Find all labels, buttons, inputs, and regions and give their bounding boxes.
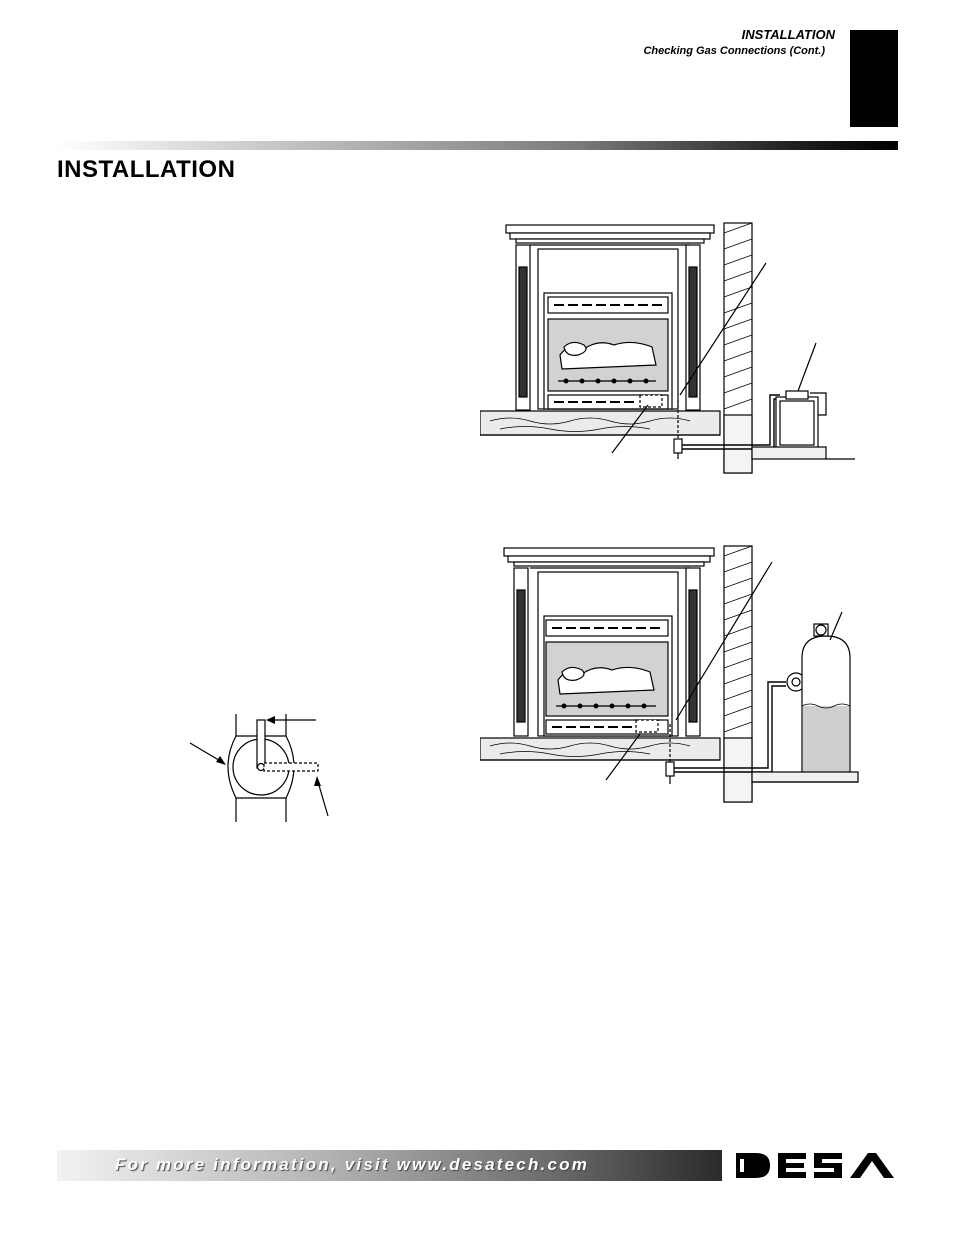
page-title: INSTALLATION bbox=[57, 156, 236, 183]
header-rule bbox=[57, 141, 898, 150]
valve-handle-open bbox=[256, 719, 266, 769]
mantel-shelf bbox=[503, 547, 715, 557]
valve-handle-closed bbox=[263, 762, 319, 772]
page-tab-marker bbox=[850, 30, 898, 127]
header-section-title: INSTALLATION bbox=[741, 27, 835, 42]
header-subsection-title: Checking Gas Connections (Cont.) bbox=[643, 45, 825, 57]
footer-bar bbox=[57, 1150, 722, 1181]
footer-website-link[interactable]: For more information, visit www.desatech… bbox=[115, 1155, 590, 1174]
gas-meter bbox=[775, 396, 819, 450]
shutoff-valve-figure bbox=[189, 714, 329, 822]
natural-gas-installation-figure bbox=[480, 222, 855, 474]
lp-gas-installation-figure bbox=[480, 545, 859, 803]
desa-logo-icon bbox=[722, 1150, 894, 1181]
mantel-shelf bbox=[505, 224, 715, 234]
